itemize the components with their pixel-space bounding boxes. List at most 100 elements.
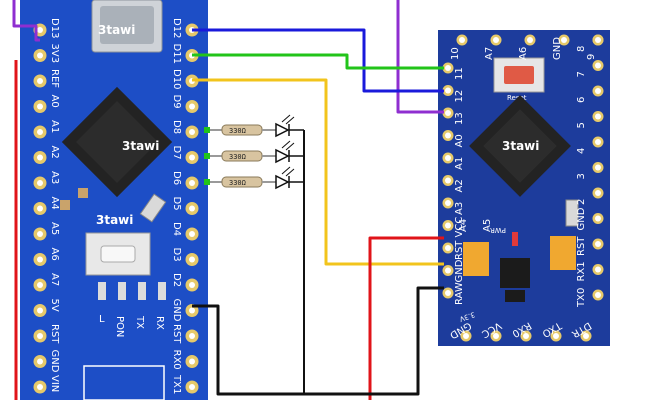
pin-label: 11 xyxy=(454,67,465,80)
nano-microcontroller-chip xyxy=(61,86,173,198)
pin-hole xyxy=(445,177,451,184)
resistor-label: 330Ω xyxy=(229,153,246,161)
pin-label: VCC xyxy=(454,217,465,238)
pin-hole xyxy=(595,139,601,145)
wire-purple xyxy=(12,0,40,42)
pin-hole xyxy=(37,307,43,314)
wire-black xyxy=(192,286,444,396)
pin-hole xyxy=(445,87,451,94)
pin-hole xyxy=(595,164,601,171)
pin-hole xyxy=(189,231,195,237)
pin-hole xyxy=(189,205,195,212)
pin-label: D13 xyxy=(49,18,60,38)
pin-label: A7 xyxy=(49,273,60,286)
pin-label: A2 xyxy=(49,146,60,159)
pin-label: TX1 xyxy=(171,374,182,394)
pin-label: RST xyxy=(49,324,60,344)
nano-reset-button xyxy=(85,232,151,276)
pin-label: 12 xyxy=(454,90,465,103)
pin-label: 13 xyxy=(454,112,465,125)
pin-label: A3 xyxy=(49,171,60,184)
wire-green xyxy=(192,53,444,70)
pin-hole xyxy=(37,358,43,365)
nano-led-label: L xyxy=(99,314,105,325)
pin-label: RX1 xyxy=(576,261,587,281)
pin-label: 5 xyxy=(576,122,587,128)
pin-hole xyxy=(595,190,601,196)
led-emission xyxy=(281,140,291,149)
led-symbol xyxy=(275,122,290,138)
pin-hole xyxy=(37,384,43,390)
pin-label: GND xyxy=(552,37,563,60)
pin-label: A6 xyxy=(49,248,60,261)
pin-label: D11 xyxy=(171,44,182,64)
led-emission xyxy=(285,168,295,177)
pin-hole xyxy=(583,333,589,339)
pin-hole xyxy=(445,200,451,206)
pin-hole xyxy=(37,129,43,135)
pin-hole xyxy=(445,290,451,296)
pin-hole xyxy=(37,256,43,263)
pin-hole xyxy=(37,282,43,288)
nano-crystal xyxy=(139,193,167,223)
pin-label: 3V3 xyxy=(49,44,60,64)
pin-hole xyxy=(459,37,465,43)
pin-hole xyxy=(445,110,451,116)
nano-led-label: PON xyxy=(114,316,125,337)
pin-label: 2 xyxy=(576,199,587,205)
promini-voltage-regulator xyxy=(500,258,530,302)
led-symbol xyxy=(275,174,290,190)
pin-label: A1 xyxy=(454,157,465,170)
pin-hole xyxy=(595,266,601,273)
nano-watermark-top: 3tawi xyxy=(98,23,135,37)
pin-hole xyxy=(37,180,43,186)
pin-label: A5 xyxy=(49,222,60,235)
pin-hole xyxy=(527,37,533,43)
pin-label: A2 xyxy=(454,179,465,192)
promini-crystal xyxy=(565,199,579,227)
pin-label: GND xyxy=(454,259,465,282)
arduino-nano-board: L PON TX RX D12D11D10D9D8D7D6D5D4D3D2GND… xyxy=(20,0,208,400)
nano-led-label: RX xyxy=(154,316,165,330)
pin-hole xyxy=(595,37,601,43)
pin-hole xyxy=(189,256,195,263)
pin-hole xyxy=(493,333,499,339)
wire-red xyxy=(368,236,444,400)
promini-watermark: 3tawi xyxy=(502,139,539,153)
pin-hole xyxy=(37,78,43,84)
pin-hole xyxy=(37,231,43,237)
nano-watermark-bottom: 3tawi xyxy=(96,213,133,227)
pin-hole xyxy=(553,333,559,339)
promini-reset-label: Reset xyxy=(507,94,527,102)
pin-hole xyxy=(463,333,469,339)
pin-label: D8 xyxy=(171,120,182,134)
pin-hole xyxy=(493,37,499,43)
pin-label: 4 xyxy=(576,148,587,154)
pin-hole xyxy=(189,307,195,314)
pin-hole xyxy=(189,384,195,390)
led-emission xyxy=(281,114,291,123)
pin-label: A6 xyxy=(518,47,529,60)
pin-hole xyxy=(595,241,601,247)
pin-label: A3 xyxy=(454,202,465,215)
pin-label: 10 xyxy=(450,47,461,60)
pin-hole xyxy=(189,358,195,365)
pin-label: A7 xyxy=(484,47,495,60)
pin-label: RX0 xyxy=(171,350,182,370)
pin-hole xyxy=(445,155,451,161)
wires xyxy=(12,0,444,400)
led-emission xyxy=(285,142,295,151)
pin-hole xyxy=(37,333,43,339)
pin-label: D7 xyxy=(171,146,182,160)
pin-hole xyxy=(189,154,195,161)
led-emission xyxy=(285,116,295,125)
nano-watermark-mid: 3tawi xyxy=(122,139,159,153)
pin-label: 8 xyxy=(576,46,587,52)
pin-hole xyxy=(189,282,195,288)
pin-label: D12 xyxy=(171,18,182,38)
pin-hole xyxy=(37,52,43,59)
